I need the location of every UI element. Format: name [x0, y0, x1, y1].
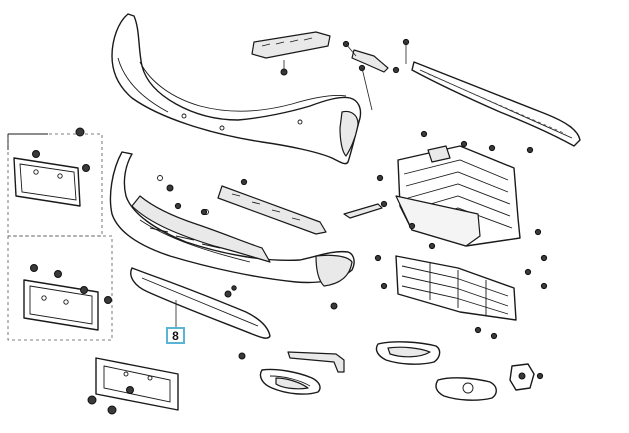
lower-plate-bracket[interactable] — [23, 279, 99, 331]
upper-bracket[interactable] — [251, 31, 331, 59]
upper-grille-bar[interactable] — [411, 61, 581, 147]
callout-label: 8 — [172, 328, 179, 343]
fastener-icon — [166, 38, 410, 360]
air-shutter-upper[interactable] — [395, 145, 521, 247]
upper-plate-bracket[interactable] — [13, 157, 81, 207]
center-reinforcement[interactable] — [217, 185, 327, 235]
side-trim-strip[interactable] — [343, 203, 383, 219]
fog-cover-center[interactable] — [375, 341, 441, 365]
air-shutter-lower[interactable] — [395, 255, 517, 321]
fog-bracket[interactable] — [287, 351, 345, 373]
lower-spoiler-part-8[interactable] — [130, 267, 271, 339]
shutter-fastener-icon — [374, 130, 548, 380]
fog-light-unit[interactable] — [509, 363, 535, 391]
license-plate-base[interactable] — [95, 357, 179, 411]
center-bracket[interactable] — [351, 49, 389, 73]
callout-part-8[interactable]: 8 — [166, 327, 185, 344]
lower-bumper-cover[interactable] — [109, 151, 355, 287]
fog-bezel-right[interactable] — [435, 377, 497, 401]
upper-plate-bracket-group — [7, 133, 103, 237]
leader-lines — [175, 42, 407, 327]
fog-bezel-left[interactable] — [259, 368, 321, 395]
clip-icon — [30, 127, 134, 415]
upper-bumper-cover[interactable] — [111, 13, 362, 165]
